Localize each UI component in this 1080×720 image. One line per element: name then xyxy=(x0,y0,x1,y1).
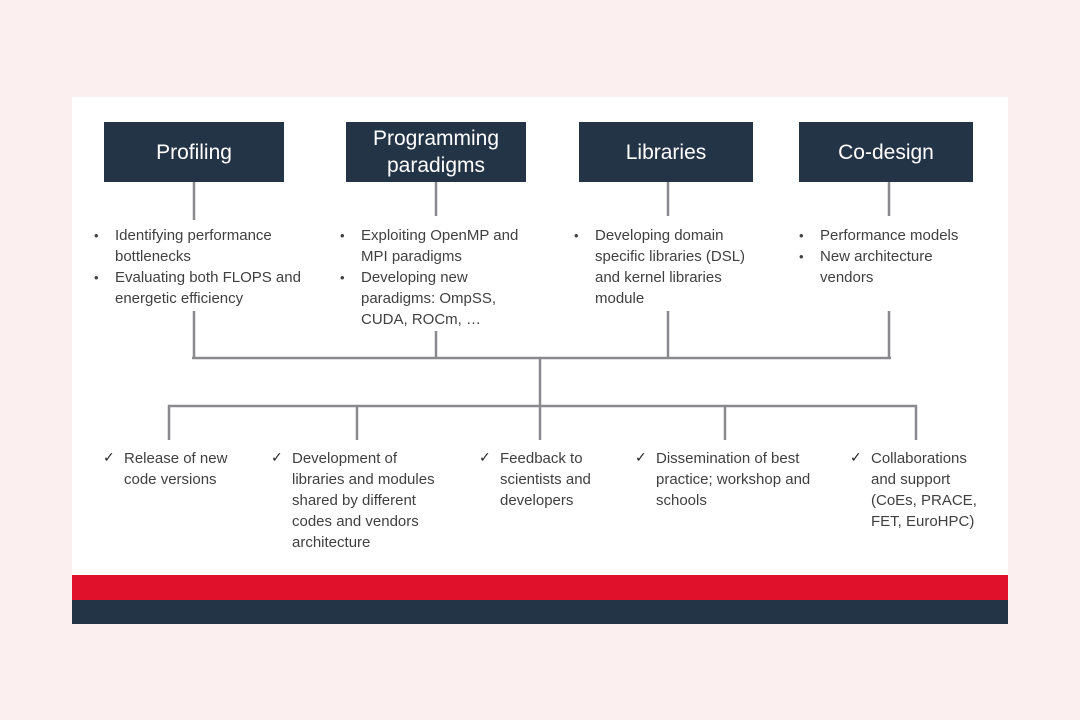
bullet-icon: • xyxy=(799,228,804,243)
footer-band-navy xyxy=(72,600,1008,624)
category-title: Programming paradigms xyxy=(372,127,500,177)
category-box-libraries: Libraries xyxy=(579,122,753,182)
category-title: Libraries xyxy=(625,140,707,164)
bullet-item: •Evaluating both FLOPS and energetic eff… xyxy=(94,269,301,307)
connector-lines xyxy=(167,182,918,440)
footer-band-red xyxy=(72,575,1008,600)
category-box-profiling: Profiling xyxy=(104,122,284,182)
bullet-item: •Performance models xyxy=(799,227,959,244)
category-box-programming-paradigms: Programming paradigms xyxy=(346,122,526,182)
bullet-item: •Developing new paradigms: OmpSS, CUDA, … xyxy=(340,269,497,328)
bullet-icon: • xyxy=(340,270,345,285)
bullet-icon: • xyxy=(94,228,99,243)
outcome-item: ✓ Release of new code versions xyxy=(103,450,228,488)
bullet-icon: • xyxy=(340,228,345,243)
outcome-item: ✓ Development of libraries and modules s… xyxy=(271,450,435,551)
checkmark-icon: ✓ xyxy=(271,450,283,466)
category-title: Profiling xyxy=(156,140,232,164)
bullet-icon: • xyxy=(94,270,99,285)
bullet-icon: • xyxy=(799,249,804,264)
outcome-item: ✓ Feedback to scientists and developers xyxy=(479,450,591,509)
outcome-item: ✓ Dissemination of best practice; worksh… xyxy=(635,450,811,509)
outcome-item: ✓ Collaborations and support (CoEs, PRAC… xyxy=(850,450,977,530)
bullet-item: •New architecture vendors xyxy=(799,248,933,286)
bullet-item: •Exploiting OpenMP and MPI paradigms xyxy=(340,227,519,265)
bullet-item: •Identifying performance bottlenecks xyxy=(94,227,272,265)
checkmark-icon: ✓ xyxy=(635,450,647,466)
category-box-co-design: Co-design xyxy=(799,122,973,182)
checkmark-icon: ✓ xyxy=(479,450,491,466)
bullet-icon: • xyxy=(574,228,579,243)
checkmark-icon: ✓ xyxy=(103,450,115,466)
slide: Profiling Programming paradigms Librarie… xyxy=(72,97,1008,624)
checkmark-icon: ✓ xyxy=(850,450,862,466)
bullet-item: •Developing domain specific libraries (D… xyxy=(574,227,746,307)
category-title: Co-design xyxy=(838,140,934,164)
